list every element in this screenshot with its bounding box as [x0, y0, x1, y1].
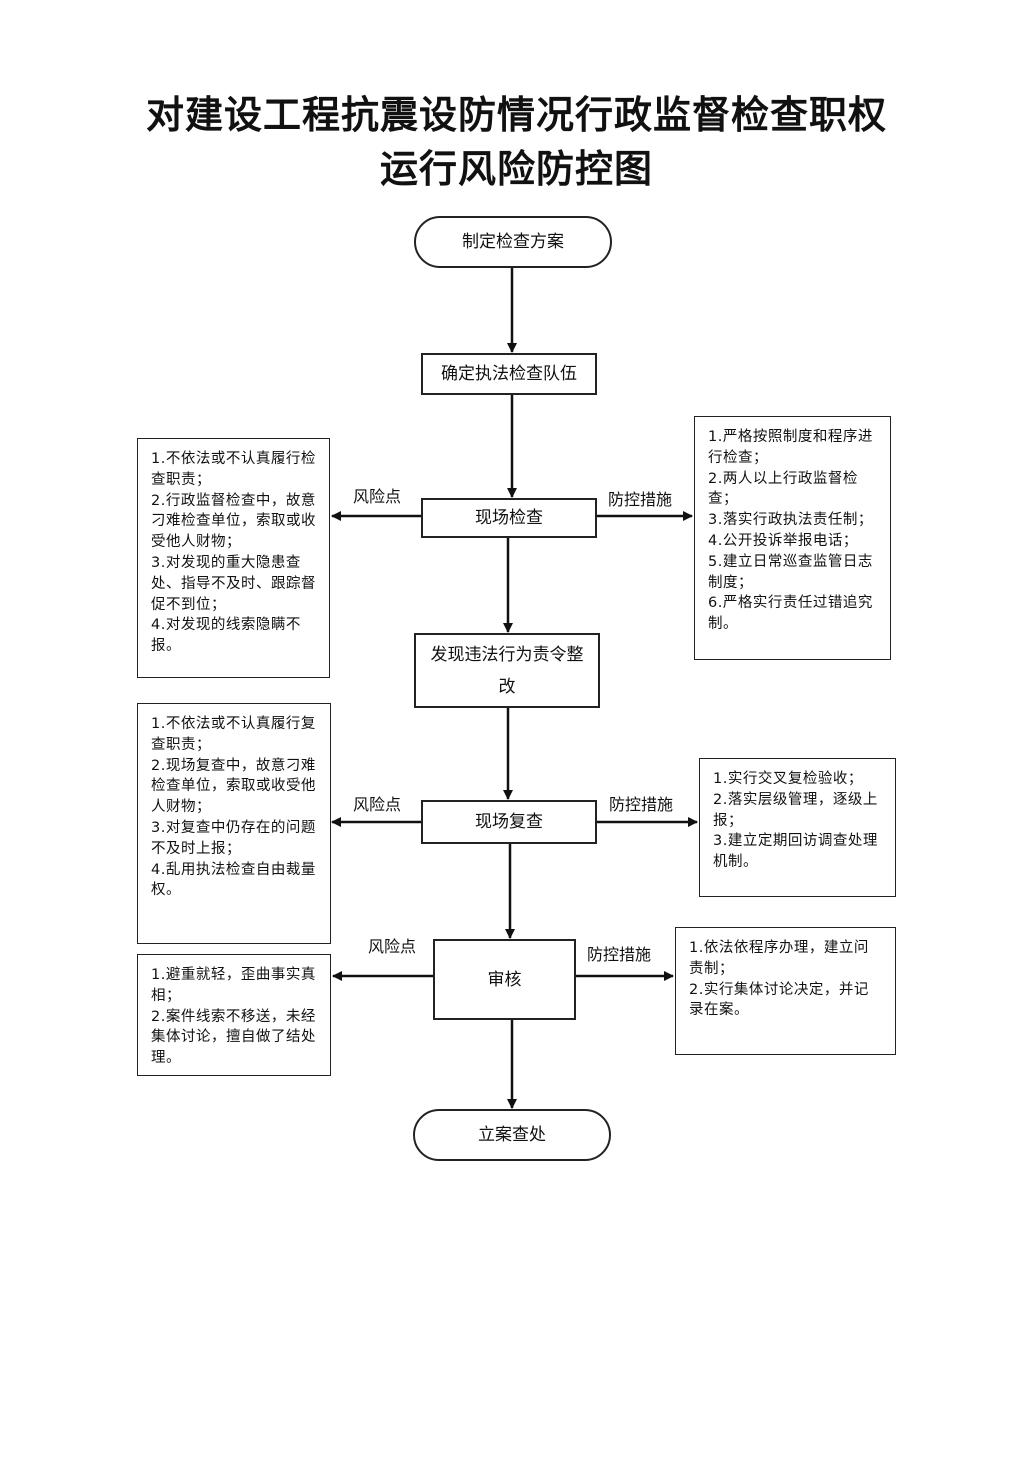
inspect-control-box: 1.严格按照制度和程序进行检查； 2.两人以上行政监督检查； 3.落实行政执法责… [694, 416, 891, 660]
label-risk-reinspect: 风险点 [353, 795, 402, 814]
review-control-item: 1.依法依程序办理，建立问责制； [689, 940, 869, 977]
review-control-item: 2.实行集体讨论决定，并记录在案。 [689, 981, 869, 1019]
inspect-risk-item: 1.不依法或不认真履行检查职责； [151, 451, 316, 488]
inspect-risk-box: 1.不依法或不认真履行检查职责； 2.行政监督检查中，故意刁难检查单位，索取或收… [137, 438, 330, 678]
reinspect-risk-box: 1.不依法或不认真履行复查职责； 2.现场复查中，故意刁难检查单位，索取或收受他… [137, 703, 331, 944]
inspect-risk-item: 2.行政监督检查中，故意刁难检查单位，索取或收受他人财物； [151, 492, 316, 551]
node-reinspect: 现场复查 [421, 800, 597, 844]
inspect-risk-item: 3.对发现的重大隐患查处、指导不及时、跟踪督促不到位； [151, 554, 316, 613]
inspect-control-item: 3.落实行政执法责任制； [708, 512, 873, 529]
review-risk-box: 1.避重就轻，歪曲事实真相； 2.案件线索不移送，未经集体讨论，擅自做了结处理。 [137, 954, 331, 1076]
node-review: 审核 [433, 939, 576, 1020]
node-end: 立案查处 [413, 1109, 611, 1161]
reinspect-control-item: 2.落实层级管理，逐级上报； [713, 791, 878, 829]
review-control-box: 1.依法依程序办理，建立问责制； 2.实行集体讨论决定，并记录在案。 [675, 927, 896, 1055]
inspect-control-item: 1.严格按照制度和程序进行检查； [708, 429, 873, 466]
inspect-control-item: 2.两人以上行政监督检查； [708, 470, 858, 508]
inspect-control-item: 4.公开投诉举报电话； [708, 532, 858, 549]
review-risk-item: 1.避重就轻，歪曲事实真相； [151, 967, 316, 1004]
inspect-risk-item: 4.对发现的线索隐瞒不报。 [151, 617, 301, 655]
label-risk-inspect: 风险点 [353, 487, 402, 506]
reinspect-risk-item: 2.现场复查中，故意刁难检查单位，索取或收受他人财物； [151, 757, 316, 816]
node-rectify: 发现违法行为责令整改 [414, 633, 600, 708]
reinspect-control-item: 1.实行交叉复检验收； [713, 771, 863, 787]
inspect-control-item: 5.建立日常巡查监管日志制度； [708, 553, 873, 591]
label-control-review: 防控措施 [587, 945, 652, 964]
review-risk-item: 2.案件线索不移送，未经集体讨论，擅自做了结处理。 [151, 1008, 316, 1067]
label-control-reinspect: 防控措施 [609, 795, 674, 814]
label-risk-review: 风险点 [368, 937, 417, 956]
node-inspect: 现场检查 [421, 498, 597, 538]
inspect-control-item: 6.严格实行责任过错追究制。 [708, 595, 873, 633]
reinspect-control-box: 1.实行交叉复检验收； 2.落实层级管理，逐级上报； 3.建立定期回访调查处理机… [699, 758, 896, 897]
reinspect-risk-item: 3.对复查中仍存在的问题不及时上报； [151, 819, 316, 857]
node-start: 制定检查方案 [414, 216, 612, 268]
reinspect-risk-item: 4.乱用执法检查自由裁量权。 [151, 861, 316, 899]
reinspect-risk-item: 1.不依法或不认真履行复查职责； [151, 716, 316, 753]
reinspect-control-item: 3.建立定期回访调查处理机制。 [713, 833, 878, 871]
page-title-line1: 对建设工程抗震设防情况行政监督检查职权 [145, 93, 887, 137]
label-control-inspect: 防控措施 [608, 490, 673, 509]
node-team: 确定执法检查队伍 [421, 353, 597, 395]
page-title-line2: 运行风险防控图 [379, 147, 653, 191]
